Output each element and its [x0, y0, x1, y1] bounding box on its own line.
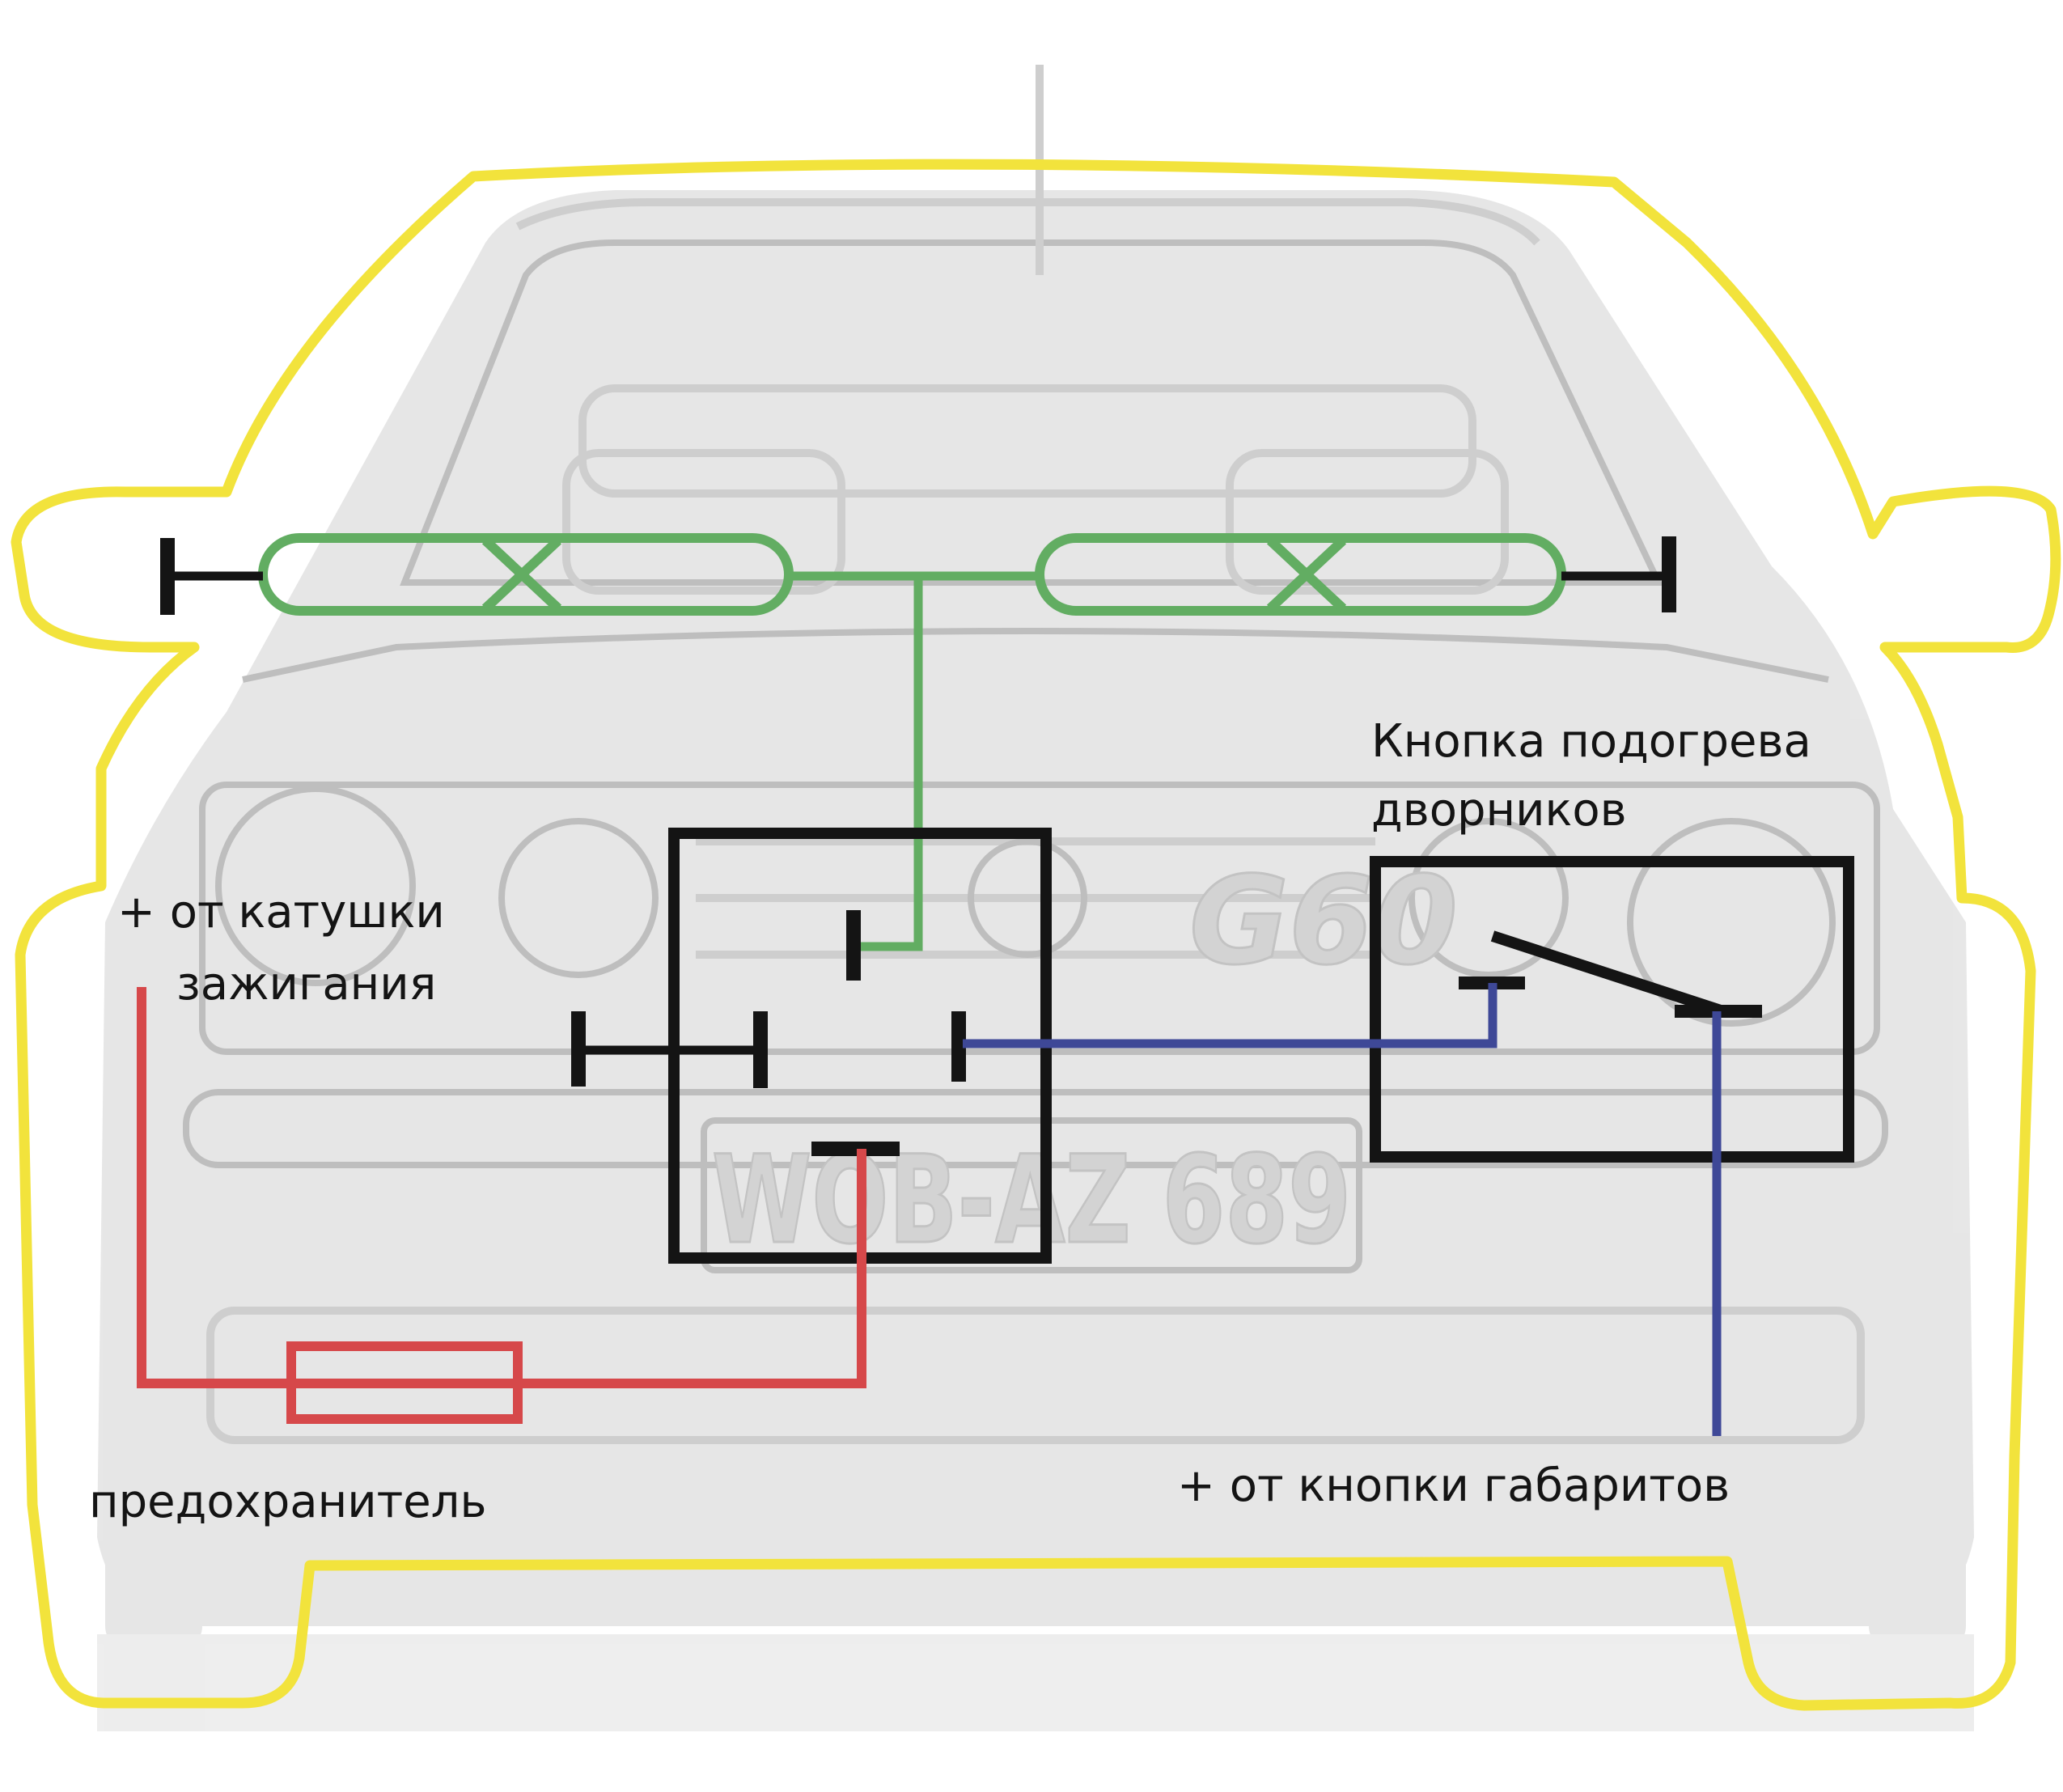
headlight-right-inner [1409, 818, 1569, 978]
rear-window [578, 384, 1476, 498]
heater-button-box [1370, 856, 1854, 1163]
tire-left [105, 1311, 202, 1650]
heater-button-label-line-1: Кнопка подогрева [1371, 715, 1811, 768]
tire-right [1869, 1311, 1966, 1650]
coil-label-line-1: + от катушки [117, 886, 445, 938]
headlight-right-outer [1627, 818, 1836, 1027]
switch-lever [1490, 930, 1726, 1017]
emblem [968, 838, 1087, 958]
ground-connections [160, 536, 1676, 615]
headlight-left-inner [498, 818, 659, 978]
switch-assembly [963, 856, 1854, 1436]
parking-light-label: + от кнопки габаритов [1177, 1459, 1730, 1512]
coil-wiring [137, 987, 866, 1424]
labels: + от катушки зажигания Кнопка подогрева … [89, 715, 1811, 1528]
fuse-to-relay-wire [518, 1149, 866, 1388]
heater-coil-left-icon [481, 536, 562, 612]
coil-label-line-2: зажигания [176, 958, 436, 1010]
ground-shadow [97, 1634, 1974, 1731]
windshield [400, 239, 1664, 586]
signal-wiring [963, 983, 1722, 1436]
relay-to-switch-wire [963, 983, 1497, 1049]
heater-feed-wire [858, 576, 923, 951]
lower-valance [206, 1307, 1865, 1444]
car-photo-background: G60 WOB-AZ 689 [97, 65, 1974, 1731]
license-plate-text: WOB-AZ 689 [712, 1130, 1351, 1271]
grille [199, 782, 1880, 1055]
heater-button-label-line-2: дворников [1371, 784, 1627, 837]
bumper [183, 1089, 1888, 1168]
heater-coil-right-icon [1266, 536, 1347, 612]
grille-badge: G60 [1189, 851, 1458, 992]
headlight-left-outer [215, 786, 416, 986]
car-outline [11, 159, 2061, 1711]
coil-feed-wire [137, 987, 291, 1388]
roof-line [515, 198, 1540, 246]
seat-right [1226, 449, 1509, 595]
seat-left [562, 449, 845, 595]
license-plate [701, 1117, 1362, 1273]
hood-line [242, 628, 1829, 683]
fuse-label: предохранитель [89, 1476, 486, 1528]
